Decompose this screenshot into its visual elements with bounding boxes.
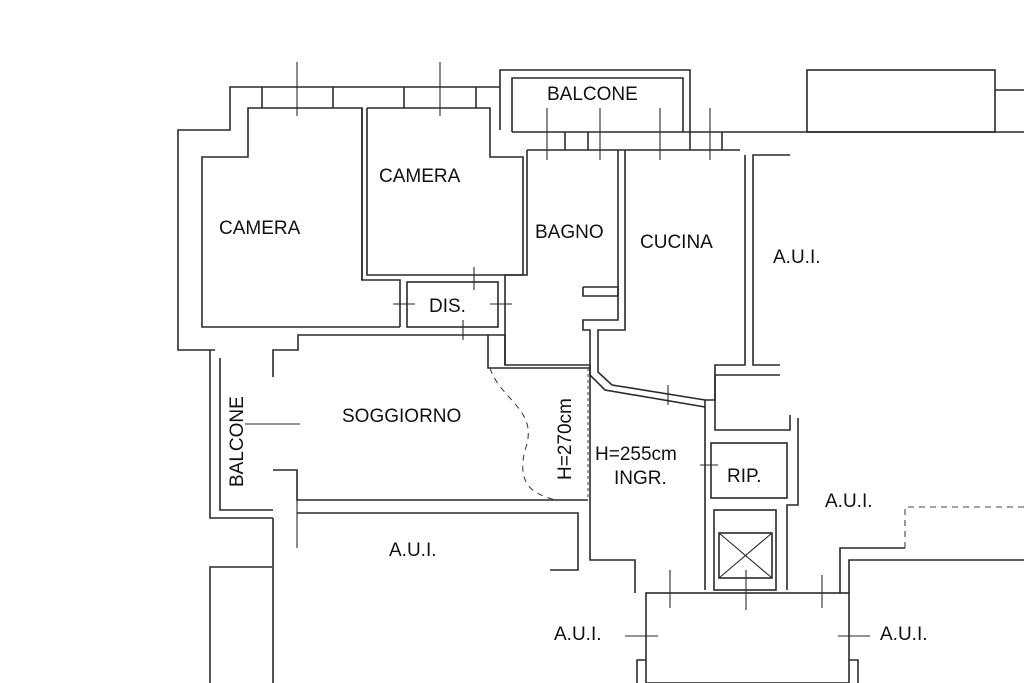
room-label-aui-right-top: A.U.I.: [773, 247, 821, 268]
room-label-camera-2: CAMERA: [379, 166, 461, 187]
height-label-soggiorno: H=270cm: [555, 398, 576, 480]
walls: [177, 62, 1024, 683]
room-labels: CAMERA CAMERA BAGNO CUCINA BALCONE BALCO…: [219, 84, 928, 645]
room-label-dis: DIS.: [429, 296, 466, 317]
room-label-aui-bottom-mid: A.U.I.: [554, 624, 602, 645]
room-label-bagno: BAGNO: [535, 222, 604, 243]
room-label-aui-bottom-right: A.U.I.: [880, 624, 928, 645]
room-label-balcone-left: BALCONE: [227, 396, 248, 487]
room-label-aui-right-mid: A.U.I.: [825, 491, 873, 512]
room-label-camera-1: CAMERA: [219, 218, 301, 239]
room-label-cucina: CUCINA: [640, 232, 713, 253]
room-label-aui-bottom-left: A.U.I.: [389, 540, 437, 561]
room-label-rip: RIP.: [727, 466, 762, 487]
room-label-soggiorno: SOGGIORNO: [342, 406, 461, 427]
height-label-ingresso: H=255cm: [595, 444, 677, 465]
room-label-balcone-top: BALCONE: [547, 84, 638, 105]
room-label-ingr: INGR.: [614, 468, 667, 489]
